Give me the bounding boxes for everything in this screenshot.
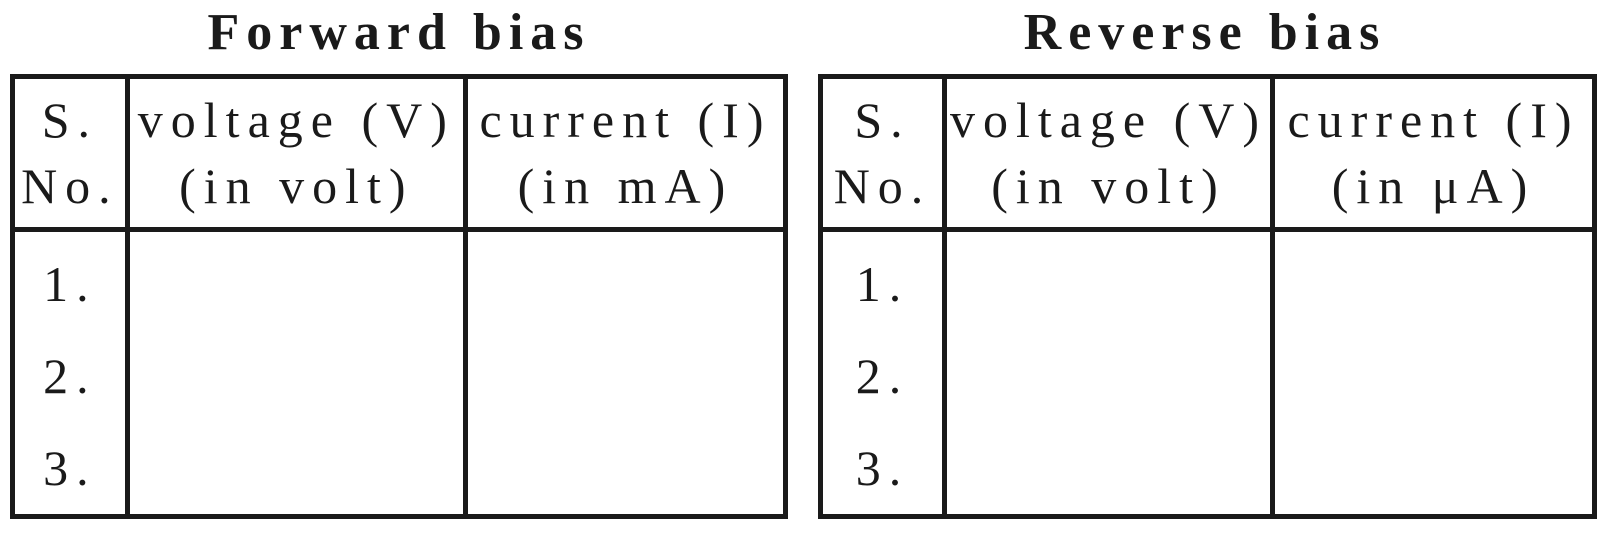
sno-header: S. No. bbox=[10, 74, 130, 232]
voltage-header: voltage (V) (in volt) bbox=[124, 74, 468, 232]
voltage-header: voltage (V) (in volt) bbox=[942, 74, 1275, 232]
voltage-cell bbox=[942, 330, 1275, 422]
sno-cell: 1. bbox=[10, 229, 130, 330]
sno-header: S. No. bbox=[818, 74, 947, 232]
current-cell bbox=[462, 229, 789, 330]
reverse-bias-panel: Reverse bias S. No. voltage (V) (in volt… bbox=[818, 0, 1597, 519]
table-row: 2. bbox=[818, 330, 1597, 422]
header-row: S. No. voltage (V) (in volt) current (I)… bbox=[818, 74, 1597, 232]
header-row: S. No. voltage (V) (in volt) current (I)… bbox=[10, 74, 789, 232]
table-row: 3. bbox=[818, 422, 1597, 517]
current-header: current (I) (in mA) bbox=[462, 74, 789, 232]
table-row: 2. bbox=[10, 330, 789, 422]
sno-cell: 3. bbox=[818, 422, 947, 517]
voltage-cell bbox=[942, 229, 1275, 330]
table-row: 1. bbox=[818, 229, 1597, 330]
reverse-bias-title: Reverse bias bbox=[1023, 4, 1387, 61]
table-row: 3. bbox=[10, 422, 789, 517]
voltage-cell bbox=[124, 330, 468, 422]
forward-bias-panel: Forward bias S. No. voltage (V) (in volt… bbox=[10, 0, 789, 519]
forward-bias-table: S. No. voltage (V) (in volt) current (I)… bbox=[10, 74, 789, 519]
sno-cell: 3. bbox=[10, 422, 130, 517]
sno-cell: 2. bbox=[10, 330, 130, 422]
sno-cell: 1. bbox=[818, 229, 947, 330]
voltage-cell bbox=[124, 229, 468, 330]
current-cell bbox=[1270, 422, 1597, 517]
current-cell bbox=[462, 330, 789, 422]
voltage-cell bbox=[124, 422, 468, 517]
current-cell bbox=[462, 422, 789, 517]
forward-bias-title: Forward bias bbox=[207, 4, 591, 61]
voltage-cell bbox=[942, 422, 1275, 517]
reverse-bias-table: S. No. voltage (V) (in volt) current (I)… bbox=[818, 74, 1597, 519]
sno-cell: 2. bbox=[818, 330, 947, 422]
current-header: current (I) (in μA) bbox=[1270, 74, 1597, 232]
table-row: 1. bbox=[10, 229, 789, 330]
current-cell bbox=[1270, 330, 1597, 422]
current-cell bbox=[1270, 229, 1597, 330]
